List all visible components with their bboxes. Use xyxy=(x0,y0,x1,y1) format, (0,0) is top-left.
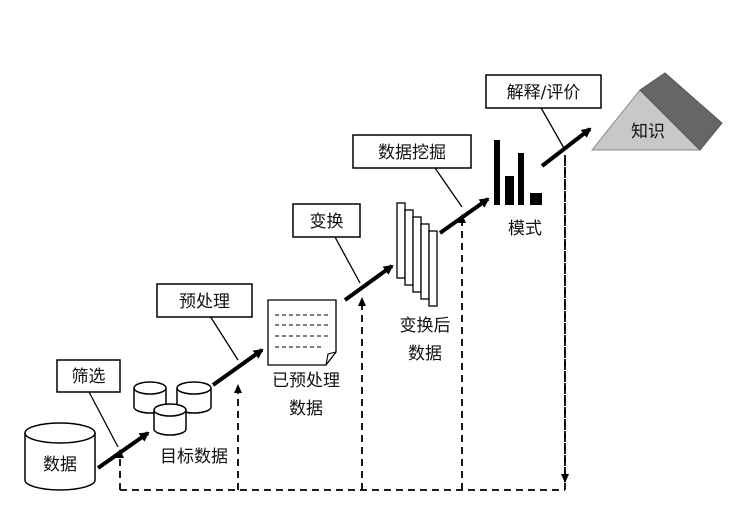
bar-chart-icon xyxy=(494,140,542,205)
arrow-patterns-to-knowledge xyxy=(540,127,592,168)
transformed-label-line2: 数据 xyxy=(408,344,442,364)
small-cylinder-2 xyxy=(176,381,212,414)
knowledge-label: 知识 xyxy=(631,122,665,142)
step-mining: 数据挖掘 xyxy=(352,134,472,169)
preprocessed-label-line2: 数据 xyxy=(289,399,323,419)
target-data-icon xyxy=(133,381,212,436)
database-icon: 数据 xyxy=(24,422,96,491)
document-icon xyxy=(267,299,337,366)
arrow-data-to-target xyxy=(96,431,150,470)
pointer-mining xyxy=(434,167,463,208)
arrow-target-to-preprocessed xyxy=(211,348,264,387)
step-preprocess-label: 预处理 xyxy=(179,292,230,312)
arrow-transformed-to-patterns xyxy=(438,197,490,235)
step-filter-label: 筛选 xyxy=(72,367,106,387)
knowledge-prism-icon: 知识 xyxy=(590,72,723,151)
stacked-sheets-icon xyxy=(396,202,438,307)
step-interpret: 解释/评价 xyxy=(485,74,602,109)
pointer-preprocess xyxy=(209,315,239,361)
pointer-transform xyxy=(334,236,361,284)
pointer-filter xyxy=(87,389,119,448)
feedback-lines xyxy=(116,155,569,491)
step-mining-label: 数据挖掘 xyxy=(378,143,446,163)
small-cylinder-3 xyxy=(153,403,187,436)
process-arrows xyxy=(96,127,592,470)
preprocessed-label-line1: 已预处理 xyxy=(272,371,340,391)
pointer-interpret xyxy=(539,105,566,151)
arrow-preprocessed-to-transformed xyxy=(343,264,394,302)
label-pointers xyxy=(87,105,566,448)
step-filter: 筛选 xyxy=(56,359,121,393)
patterns-label: 模式 xyxy=(508,219,542,239)
data-label: 数据 xyxy=(43,455,77,475)
transformed-label-line1: 变换后 xyxy=(400,316,451,336)
target-data-label: 目标数据 xyxy=(160,447,228,467)
step-transform: 变换 xyxy=(292,203,361,238)
step-interpret-label: 解释/评价 xyxy=(507,83,581,103)
step-transform-label: 变换 xyxy=(310,212,344,232)
step-preprocess: 预处理 xyxy=(156,283,253,318)
